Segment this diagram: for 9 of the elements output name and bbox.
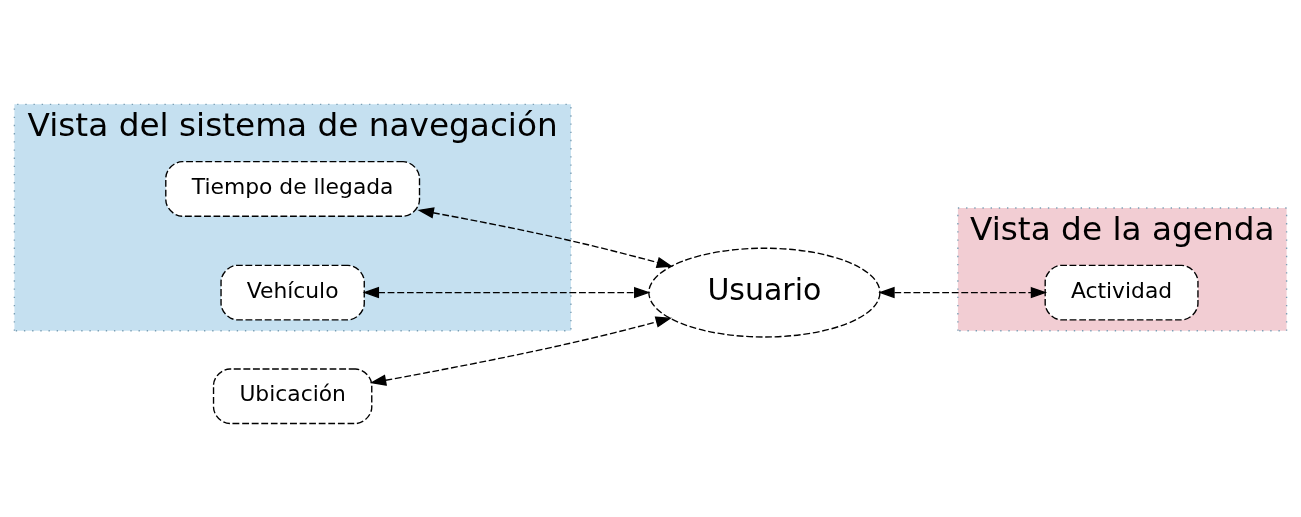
- arrow: [362, 286, 651, 299]
- node-box: Vehículo: [220, 264, 365, 321]
- arrow: [417, 207, 674, 268]
- node-box: Tiempo de llegada: [165, 161, 421, 217]
- node-ellipse: Usuario: [648, 247, 881, 338]
- arrow: [878, 286, 1048, 299]
- node-box: Actividad: [1044, 264, 1199, 321]
- node-box: Ubicación: [212, 368, 373, 425]
- arrow: [369, 316, 672, 386]
